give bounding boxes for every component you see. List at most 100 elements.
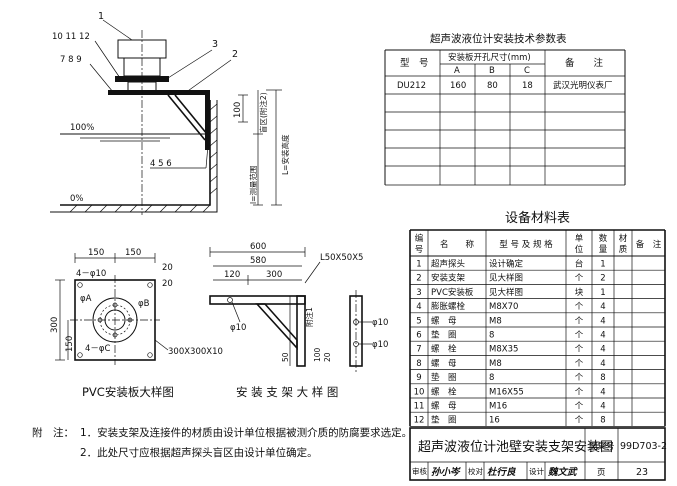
drawing-title: 超声波液位计池壁安装支架安装图 [418, 440, 613, 455]
materials-cell-spec: 见大样图 [489, 273, 523, 284]
materials-cell-spec: M8 [489, 359, 502, 369]
notes: 附 注： 1．安装支架及连接件的材质由设计单位根据被测介质的防腐要求选定。 2．… [32, 426, 412, 459]
bracket-dim-600: 600 [250, 242, 266, 252]
bracket-diagonal [167, 94, 206, 141]
materials-cell-unit: 个 [575, 331, 584, 341]
materials-cell-spec: M8 [489, 316, 502, 326]
materials-cell-spec: M16X55 [489, 387, 524, 397]
materials-header: 单 [575, 233, 584, 244]
param-table: 超声波液位计安装技术参数表 型 号 安装板开孔尺寸(mm) 备 注 A B C … [384, 32, 626, 186]
note-1: 1．安装支架及连接件的材质由设计单位根据被测介质的防腐要求选定。 [80, 426, 412, 439]
materials-header: 名 称 [440, 239, 475, 250]
level-100-label: 100% [70, 123, 94, 133]
leader-2 [184, 59, 232, 94]
bracket-dim-300: 300 [266, 270, 282, 280]
callout-4-5-6: 4 5 6 [150, 159, 172, 169]
materials-cell-qty: 4 [600, 387, 605, 397]
design-signature: 魏文武 [547, 466, 578, 478]
materials-cell-spec: M16 [489, 402, 507, 412]
param-head-hole: 安装板开孔尺寸(mm) [448, 52, 531, 63]
bracket-dim-20: 20 [323, 352, 332, 362]
materials-header: 材 [619, 233, 628, 244]
materials-cell-no: 8 [416, 359, 421, 369]
param-b: 80 [487, 81, 498, 91]
materials-cell-no: 11 [414, 402, 425, 412]
pvc-label-a: φA [80, 294, 92, 304]
materials-cell-name: 螺 母 [431, 315, 457, 326]
materials-cell-qty: 1 [600, 288, 605, 298]
bracket-diagonal-edge [174, 94, 208, 135]
callout-7-8-9: 7 8 9 [60, 55, 82, 65]
pvc-dim-150a: 150 [88, 248, 104, 258]
param-head-b: B [489, 66, 495, 76]
pvc-corner-hole [147, 282, 153, 288]
materials-cell-unit: 个 [575, 416, 584, 426]
leader-7 [89, 63, 114, 93]
materials-header: 编 [415, 233, 424, 244]
materials-cell-qty: 4 [600, 302, 605, 312]
bracket-top-beam [108, 90, 210, 95]
check-label: 校对 [468, 466, 483, 476]
bracket-dim-120: 120 [224, 270, 240, 280]
leader-10 [94, 40, 121, 79]
title-block: 超声波液位计池壁安装支架安装图 图集号 99D703-2 审核 孙小岑 校对 杜… [409, 427, 667, 481]
param-head-model: 型 号 [400, 58, 429, 69]
level-0-label: 0% [70, 194, 84, 204]
materials-cell-qty: 1 [600, 260, 605, 270]
pvc-dim-20b: 20 [162, 279, 173, 289]
leader-angle [304, 261, 321, 284]
bracket-hole-r1: φ10 [372, 318, 388, 328]
wall-hatching [69, 103, 218, 213]
page-label: 页 [597, 468, 606, 478]
check-signature: 杜行良 [487, 466, 516, 478]
bracket-dim-100: 100 [313, 347, 322, 362]
materials-cell-no: 1 [416, 260, 421, 270]
materials-header: 型 号 及 规 格 [499, 239, 553, 250]
materials-cell-spec: 设计确定 [489, 259, 524, 270]
bracket-vertical-arm [296, 295, 306, 367]
callout-2: 2 [232, 49, 238, 60]
materials-cell-qty: 4 [600, 359, 605, 369]
param-c: 18 [522, 81, 533, 91]
materials-cell-name: 螺 栓 [431, 344, 457, 355]
materials-cell-spec: 8 [489, 331, 494, 341]
pvc-hole-b [104, 309, 126, 331]
atlas-label: 图集号 [589, 441, 615, 452]
pvc-hole-note: 4－φ10 [76, 269, 106, 279]
tank-outer-outline [50, 100, 218, 213]
pvc-dim-300: 300 [50, 317, 60, 333]
pvc-corner-hole [147, 352, 153, 358]
materials-cell-unit: 块 [575, 287, 584, 298]
param-model: DU212 [397, 81, 426, 91]
materials-header-cont: 号 [415, 245, 424, 255]
bracket-detail-view: 600 580 120 300 φ10 L50X50X5 附注1 50 100 … [209, 242, 388, 399]
bracket-hole-r2: φ10 [372, 340, 388, 350]
materials-cell-qty: 8 [600, 373, 605, 383]
materials-header-cont: 质 [619, 244, 628, 255]
pvc-detail-view: 150 150 20 20 4－φ10 φA φB 4－φC 300 150 3… [50, 248, 223, 399]
pvc-dim-20a: 20 [162, 263, 173, 273]
pvc-corner-hole [77, 282, 83, 288]
materials-cell-spec: 见大样图 [489, 287, 523, 298]
pvc-bolt-hole [127, 317, 133, 323]
materials-cell-unit: 个 [575, 359, 584, 369]
leader-3 [167, 49, 213, 79]
pvc-dim-150b: 150 [125, 248, 141, 258]
materials-cell-name: 安装支架 [431, 273, 466, 284]
param-head-note: 备 注 [565, 57, 604, 69]
bracket-dim-fix: 附注1 [304, 307, 314, 327]
leader-4b [205, 144, 209, 169]
tank-inner-outline [60, 100, 211, 206]
callout-1: 1 [98, 11, 104, 22]
dim-100-label: 100 [233, 102, 243, 118]
leader-hole-left [231, 301, 241, 323]
bracket-top-arm [209, 295, 306, 305]
pvc-bolt-circle [99, 304, 131, 336]
materials-cell-unit: 个 [575, 402, 584, 412]
callout-3: 3 [212, 39, 218, 50]
materials-header: 备 注 [636, 239, 662, 250]
materials-cell-no: 9 [416, 373, 421, 383]
materials-cell-no: 10 [414, 387, 425, 397]
materials-cell-name: 螺 母 [431, 401, 457, 412]
